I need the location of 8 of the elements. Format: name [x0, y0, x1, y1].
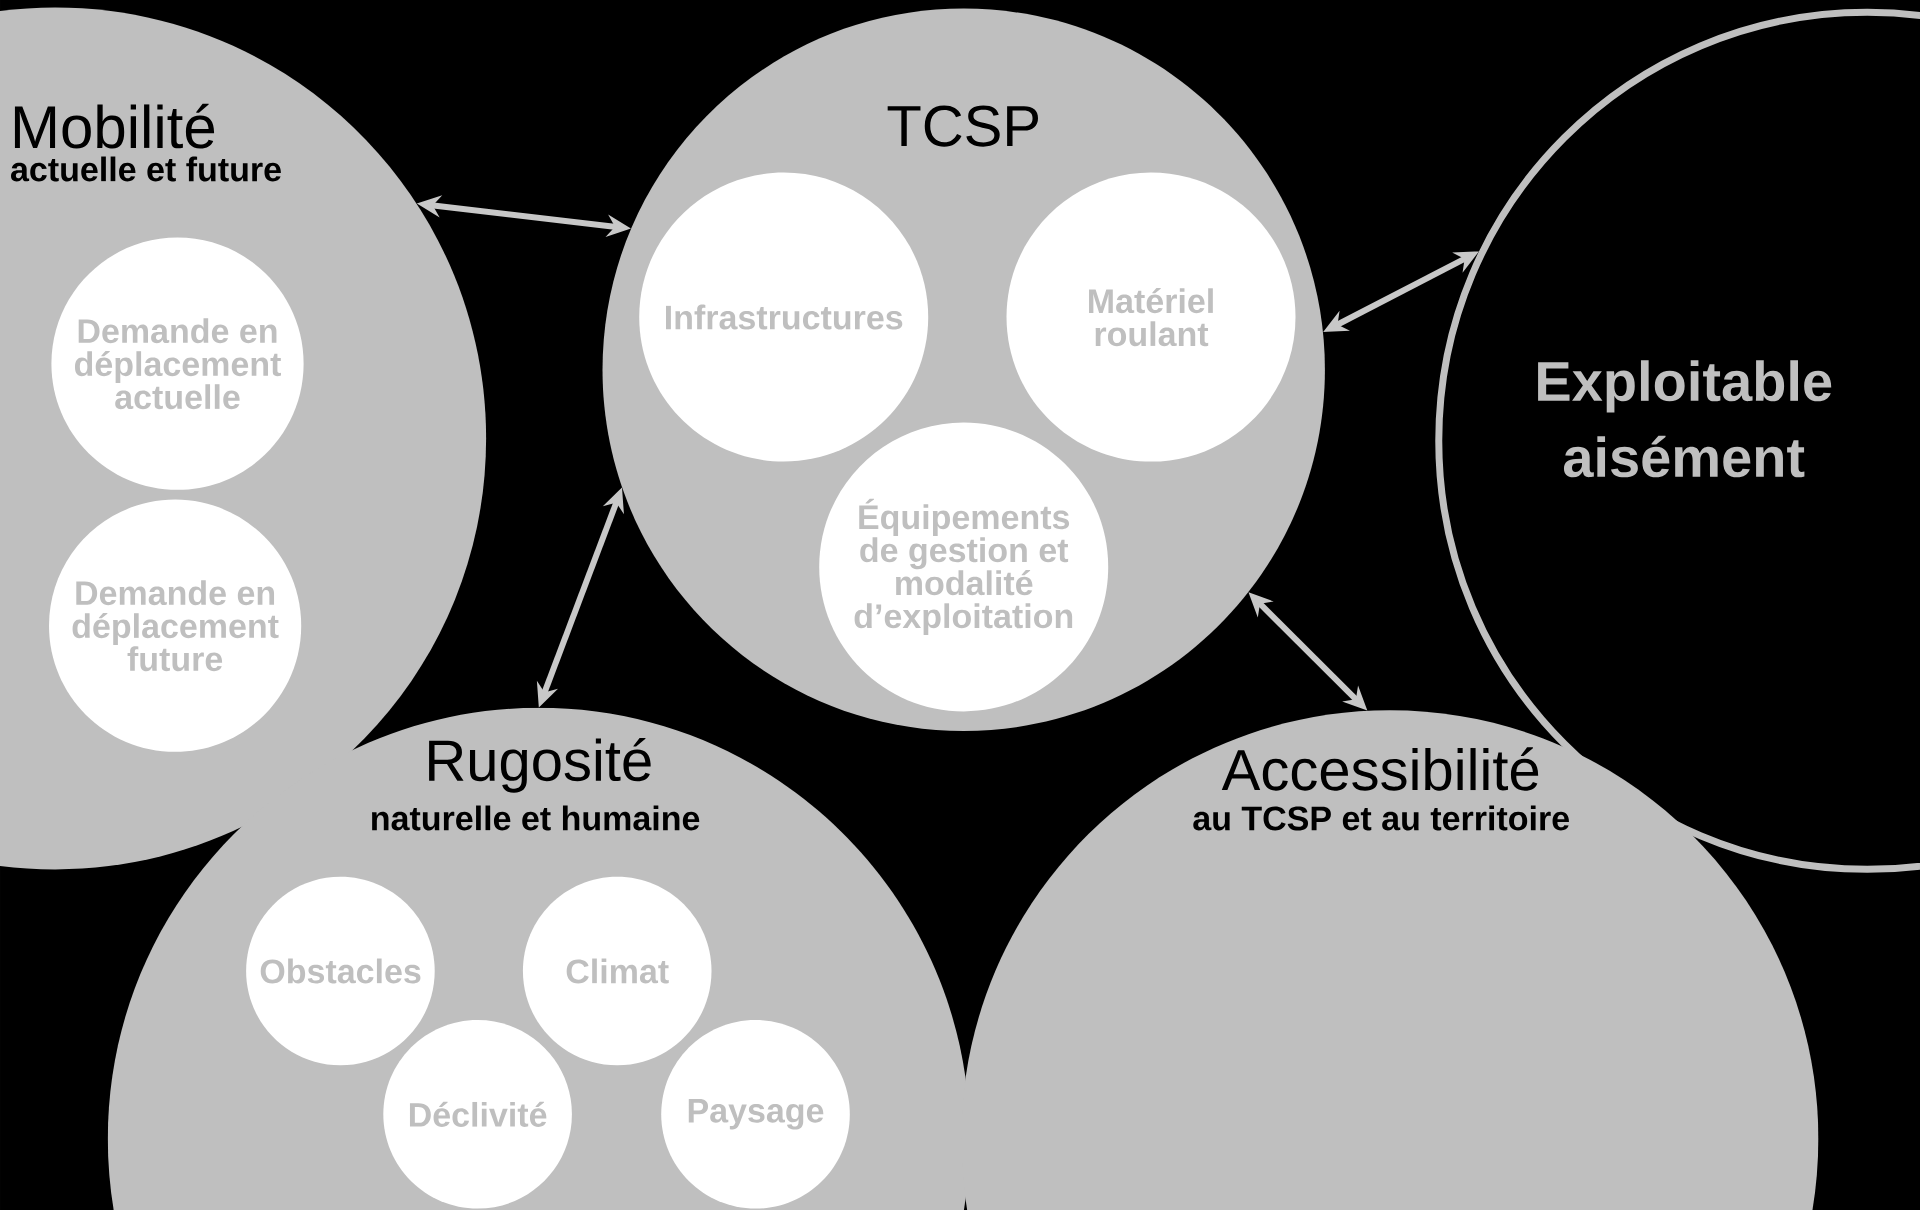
circle-heading: Exploitable aisément [1538, 360, 1832, 478]
circle-subtitle: actuelle et future [11, 156, 281, 182]
circle-subtitle: naturelle et humaine [372, 805, 700, 831]
circle-heading: Accessibilité [1221, 747, 1539, 791]
circle-heading: Mobilité [14, 103, 215, 149]
circle-heading: TCSP [887, 105, 1038, 147]
circle-heading: Rugosité [429, 737, 651, 793]
circle-subtitle: au TCSP et au territoire [1193, 805, 1569, 831]
